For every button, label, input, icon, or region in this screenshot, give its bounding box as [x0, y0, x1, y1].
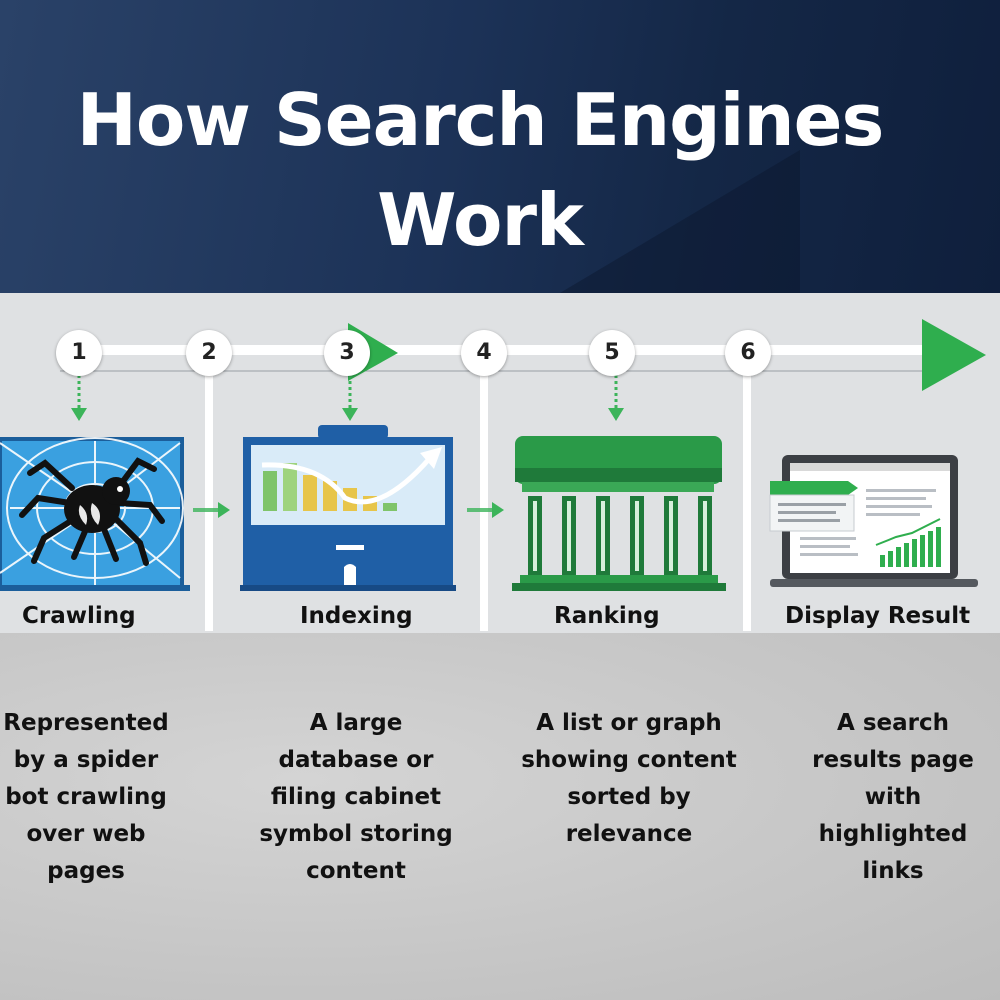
right-arrow-icon — [193, 502, 504, 518]
process-diagram — [0, 319, 986, 631]
step-number-4: 4 — [461, 330, 507, 376]
timeline-end-arrow-icon — [922, 319, 986, 391]
step-description-crawling: Represented by a spider bot crawling ove… — [3, 710, 169, 884]
laptop-results-icon — [769, 455, 978, 587]
down-arrow-icon — [77, 375, 618, 411]
header-shade — [560, 150, 800, 293]
step-number-3: 3 — [324, 330, 370, 376]
step-description-indexing: A large database or filing cabinet symbo… — [259, 710, 453, 884]
page-title: How Search Engines Work — [76, 78, 885, 262]
step-description-ranking: A list or graph showing content sorted b… — [521, 710, 737, 847]
step-number-5: 5 — [589, 330, 635, 376]
description-area — [0, 633, 1000, 1000]
filing-cabinet-chart-icon — [240, 425, 456, 591]
down-arrow-heads — [71, 408, 624, 421]
step-label-crawling: Crawling — [22, 603, 136, 629]
step-number-6: 6 — [725, 330, 771, 376]
step-number-1: 1 — [56, 330, 102, 376]
divider-2 — [205, 373, 213, 631]
divider-4 — [480, 373, 488, 631]
header-banner: How Search Engines Work — [0, 0, 1000, 293]
step-description-display-result: A search results page with highlighted l… — [812, 710, 974, 884]
pillar-building-icon — [512, 436, 726, 591]
step-number-2: 2 — [186, 330, 232, 376]
step-label-indexing: Indexing — [300, 603, 413, 629]
step-label-display-result: Display Result — [785, 603, 971, 629]
spider-web-icon — [0, 437, 190, 591]
divider-6 — [743, 373, 751, 631]
step-label-ranking: Ranking — [554, 603, 660, 629]
